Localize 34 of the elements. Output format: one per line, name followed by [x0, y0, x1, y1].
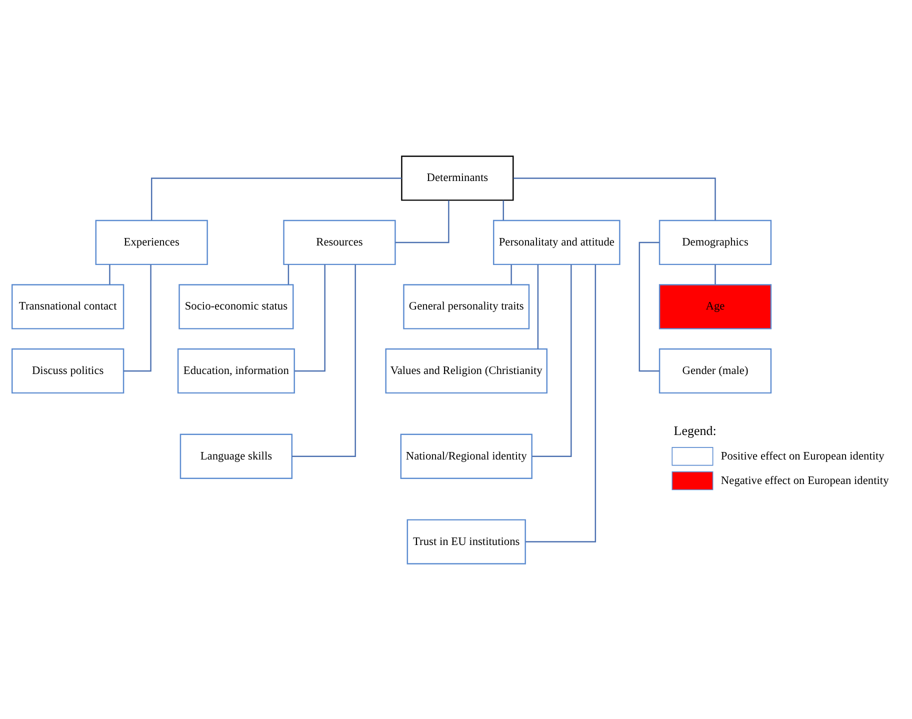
node-box: General personality traits	[403, 284, 530, 329]
connector	[638, 241, 660, 372]
connector	[124, 264, 152, 372]
connector	[510, 264, 512, 284]
legend-label: Positive effect on European identity	[720, 450, 884, 462]
connector	[537, 264, 539, 348]
node-box: Transnational contact	[12, 284, 124, 329]
connector	[526, 264, 596, 542]
legend-label: Negative effect on European identity	[720, 474, 889, 486]
node-box: Experiences	[95, 219, 208, 265]
connector	[502, 200, 504, 220]
connector	[109, 264, 110, 284]
connector	[150, 177, 402, 220]
node-box: Values and Religion (Christianity	[385, 348, 548, 394]
node-box: Gender (male)	[658, 348, 772, 394]
connector	[714, 264, 716, 284]
node-box: Age	[658, 284, 772, 329]
node-box: Determinants	[401, 155, 514, 200]
label: Legend:	[674, 422, 716, 438]
connector	[513, 177, 716, 220]
connector	[292, 264, 356, 456]
connector	[294, 264, 326, 372]
node-box: Socio-economic status	[178, 284, 294, 329]
node-box: Language skills	[180, 433, 293, 478]
node-box: Trust in EU institutions	[406, 518, 526, 564]
node-box: National/Regional identity	[400, 433, 532, 478]
connector	[395, 200, 450, 243]
node-box: Resources	[283, 219, 396, 265]
connector	[288, 264, 290, 284]
node-box: Education, information	[177, 348, 295, 394]
node-box: Demographics	[658, 219, 772, 265]
node-box: Discuss politics	[12, 348, 124, 394]
connector	[532, 264, 572, 456]
node-box: Personalitaty and attitude	[493, 219, 620, 265]
